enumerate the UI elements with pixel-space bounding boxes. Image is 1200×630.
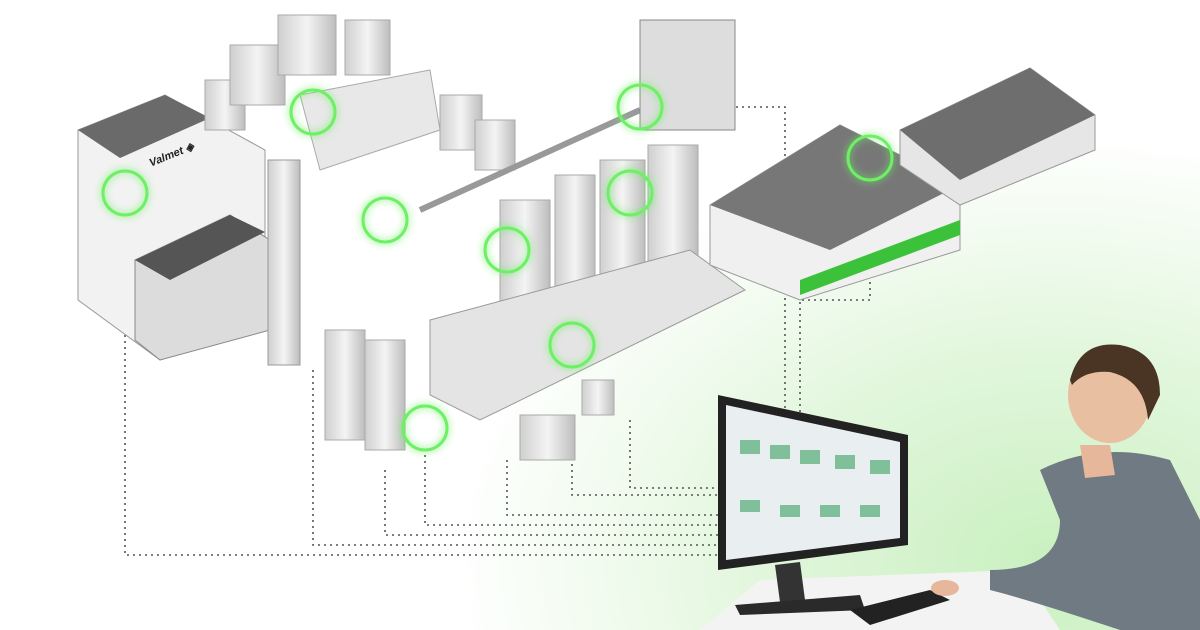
hotspot-rings	[101, 83, 894, 452]
keyboard	[850, 590, 950, 625]
hotspot-icon	[483, 226, 531, 274]
chimney	[267, 159, 301, 366]
hotspot-icon	[101, 169, 149, 217]
warehouse	[709, 67, 1096, 301]
dashboard-screen	[726, 405, 900, 560]
hotspot-icon	[289, 88, 337, 136]
hotspot-icon	[548, 321, 596, 369]
hotspot-icon	[401, 404, 449, 452]
hotspot-icon	[361, 196, 409, 244]
person	[931, 344, 1200, 630]
hotspot-icon	[616, 83, 664, 131]
tower	[639, 19, 736, 131]
hotspot-icon	[846, 134, 894, 182]
process-deck	[429, 249, 746, 421]
monitor	[718, 395, 950, 625]
hotspot-icon	[606, 169, 654, 217]
left-building	[77, 94, 271, 361]
